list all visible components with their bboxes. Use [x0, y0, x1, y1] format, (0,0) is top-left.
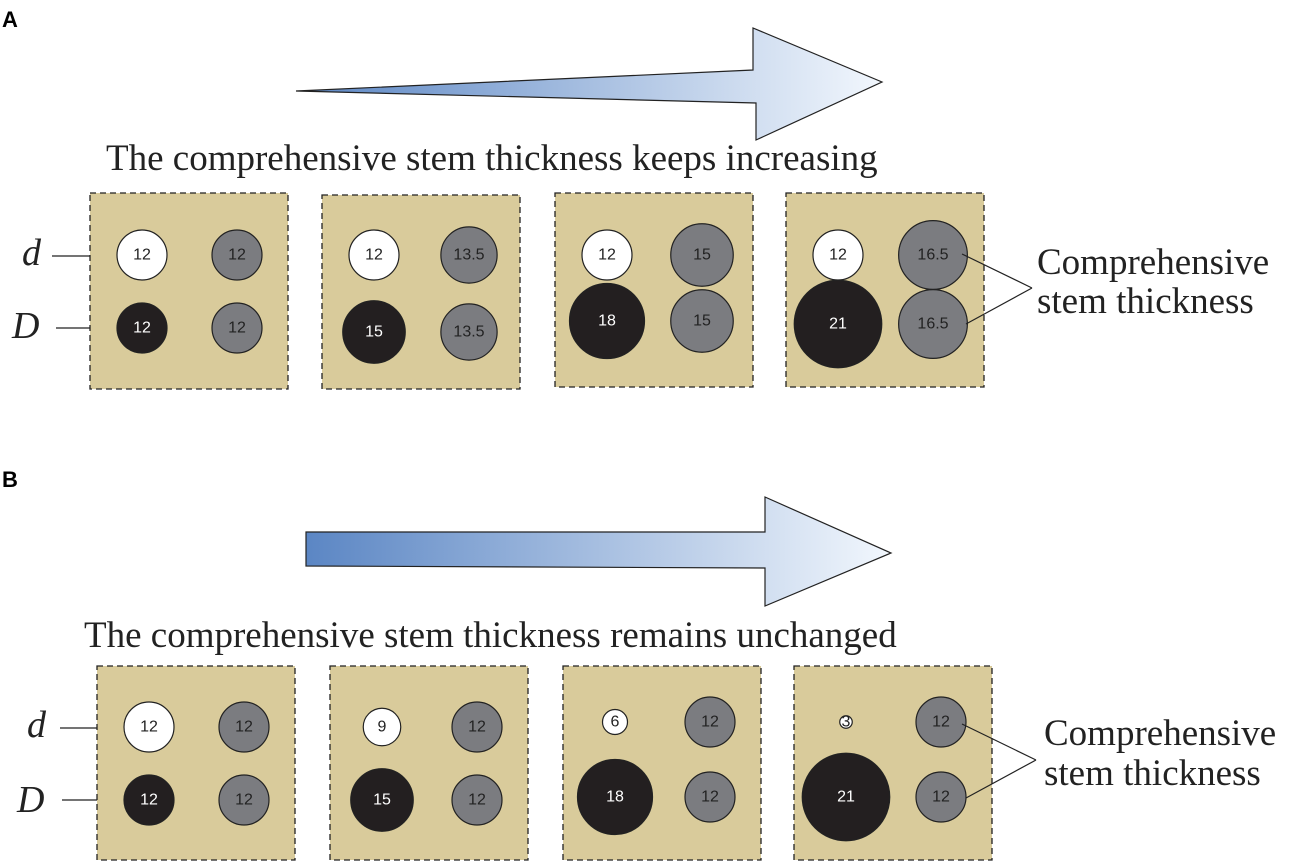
comprehensive-stem-value-top: 12 — [932, 714, 950, 731]
comprehensive-stem-circle-bottom — [915, 771, 967, 823]
stem-d-circle — [116, 229, 168, 281]
comprehensive-stem-circle-bottom — [684, 771, 736, 823]
stem-D-value: 15 — [373, 792, 391, 809]
stem-D-circle — [568, 282, 646, 360]
stem-d-value: 3 — [842, 714, 851, 731]
stem-D-value: 15 — [365, 324, 383, 341]
comprehensive-stem-circle-top — [670, 223, 734, 287]
panel-title-a: The comprehensive stem thickness keeps i… — [106, 138, 878, 179]
stem-d-value: 12 — [133, 247, 151, 264]
stem-d-circle — [123, 701, 175, 753]
comprehensive-stem-value-bottom: 12 — [228, 320, 246, 337]
stem-d-circle — [581, 229, 633, 281]
stem-d-circle — [601, 708, 629, 736]
side-label-line1-b: Comprehensive — [1044, 713, 1276, 754]
comprehensive-stem-value-bottom: 15 — [693, 313, 711, 330]
d-label-b: d — [27, 704, 47, 746]
side-label-line2-a: stem thickness — [1037, 281, 1254, 322]
comprehensive-stem-circle-bottom — [218, 774, 270, 826]
stem-d-value: 6 — [611, 714, 620, 731]
box-row-a: 12 12 12 12 12 15 13.5 13.5 12 18 15 15 12 21 16.5 16.5 — [89, 192, 985, 390]
comprehensive-stem-circle-top — [451, 701, 503, 753]
comprehensive-stem-circle-bottom — [211, 302, 263, 354]
side-label-line1-a: Comprehensive — [1037, 242, 1269, 283]
stem-box-1: 12 12 12 12 — [96, 665, 296, 861]
panel-letter-a: A — [2, 7, 18, 32]
stem-d-circle — [362, 707, 402, 747]
dashed-box — [321, 194, 521, 390]
stem-D-circle — [793, 279, 883, 369]
stem-D-circle — [801, 752, 891, 842]
callout-line-top-b — [961, 723, 1037, 761]
callout-line-top-a — [961, 253, 1033, 289]
stem-d-value: 12 — [598, 247, 616, 264]
comprehensive-stem-value-bottom: 12 — [235, 792, 253, 809]
stem-box-1: 12 12 12 12 — [89, 192, 289, 390]
comprehensive-stem-circle-top — [915, 696, 967, 748]
comprehensive-stem-value-top: 12 — [228, 247, 246, 264]
stem-D-circle — [350, 768, 414, 832]
comprehensive-stem-circle-bottom — [451, 774, 503, 826]
comprehensive-stem-value-bottom: 12 — [932, 789, 950, 806]
comprehensive-stem-value-top: 13.5 — [453, 247, 484, 264]
dashed-box — [554, 192, 754, 388]
dashed-box — [96, 665, 296, 861]
stem-D-value: 18 — [606, 789, 624, 806]
stem-D-value: 21 — [829, 316, 847, 333]
stem-D-value: 12 — [133, 320, 151, 337]
stem-box-3: 6 18 12 12 — [562, 665, 762, 861]
callout-line-bottom-b — [965, 759, 1037, 799]
comprehensive-stem-value-top: 12 — [235, 719, 253, 736]
dashed-box — [89, 192, 289, 390]
stem-D-circle — [116, 302, 168, 354]
comprehensive-stem-circle-top — [684, 696, 736, 748]
stem-D-value: 21 — [837, 789, 855, 806]
dashed-box — [562, 665, 762, 861]
D-label-a: D — [11, 305, 39, 347]
stem-d-value: 9 — [378, 719, 387, 736]
comprehensive-stem-value-top: 15 — [693, 247, 711, 264]
comprehensive-stem-circle-bottom — [670, 289, 734, 353]
stem-box-3: 12 18 15 15 — [554, 192, 754, 388]
stem-D-circle — [342, 300, 406, 364]
box-row-b: 12 12 12 12 9 15 12 12 6 18 12 12 3 21 12 12 — [96, 665, 993, 861]
panel-letter-b: B — [2, 467, 18, 492]
stem-box-2: 12 15 13.5 13.5 — [321, 194, 521, 390]
stem-box-2: 9 15 12 12 — [329, 665, 529, 861]
panel-a: A The comprehensive stem thickness keeps… — [2, 7, 1269, 390]
comprehensive-stem-circle-top — [440, 226, 498, 284]
comprehensive-stem-circle-bottom — [898, 289, 968, 359]
comprehensive-stem-value-bottom: 13.5 — [453, 324, 484, 341]
stem-D-value: 12 — [140, 792, 158, 809]
stem-d-circle — [348, 229, 400, 281]
dashed-box — [329, 665, 529, 861]
comprehensive-stem-value-bottom: 16.5 — [917, 316, 948, 333]
D-label-b: D — [16, 779, 44, 821]
stem-d-value: 12 — [829, 247, 847, 264]
panel-title-b: The comprehensive stem thickness remains… — [84, 615, 897, 656]
d-label-a: d — [22, 232, 42, 274]
stem-D-value: 18 — [598, 313, 616, 330]
side-label-line2-b: stem thickness — [1044, 753, 1261, 794]
stem-d-value: 12 — [365, 247, 383, 264]
panel-b: B The comprehensive stem thickness remai… — [2, 467, 1276, 861]
stem-d-value: 12 — [140, 719, 158, 736]
increase-arrow-a — [295, 27, 884, 141]
stem-box-4: 3 21 12 12 — [793, 665, 993, 861]
comprehensive-stem-circle-bottom — [440, 303, 498, 361]
comprehensive-stem-value-bottom: 12 — [701, 789, 719, 806]
comprehensive-stem-circle-top — [218, 701, 270, 753]
comprehensive-stem-value-top: 12 — [701, 714, 719, 731]
stem-D-circle — [123, 774, 175, 826]
comprehensive-stem-value-bottom: 12 — [468, 792, 486, 809]
callout-line-bottom-a — [965, 287, 1033, 325]
stem-box-4: 12 21 16.5 16.5 — [785, 192, 985, 388]
comprehensive-stem-circle-top — [211, 229, 263, 281]
comprehensive-stem-value-top: 12 — [468, 719, 486, 736]
stem-D-circle — [576, 758, 654, 836]
comprehensive-stem-value-top: 16.5 — [917, 247, 948, 264]
stem-d-circle — [839, 715, 853, 729]
increase-arrow-b — [305, 496, 893, 607]
